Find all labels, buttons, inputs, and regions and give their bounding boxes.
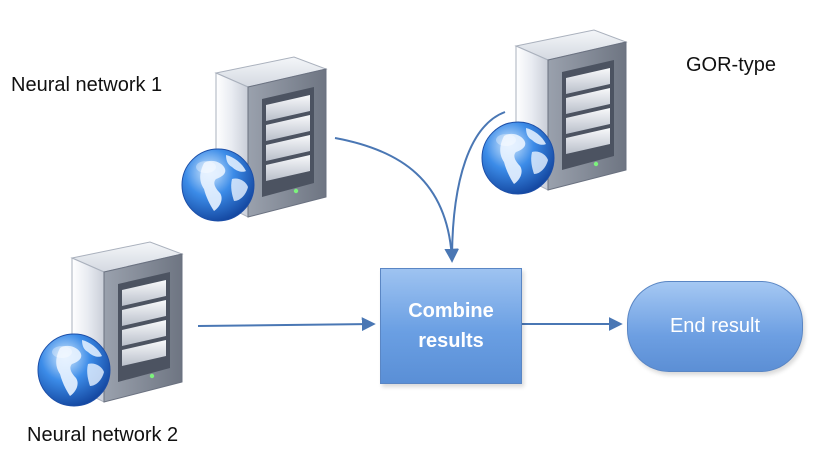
arrow-nn1-to-combine	[334, 137, 459, 263]
neural-network-1-label: Neural network 1	[11, 74, 163, 96]
end-result-node: End result	[627, 281, 803, 372]
arrow-nn2-to-combine	[197, 317, 376, 332]
server-globe-icon-nn1	[181, 56, 327, 222]
gor-type-label: GOR-type	[686, 54, 777, 76]
server-globe-icon-nn2	[37, 241, 183, 407]
combine-line-1: Combine	[408, 300, 494, 322]
combine-results-box: Combine results	[380, 268, 522, 384]
end-result-label: End result	[669, 315, 761, 337]
neural-network-2-label: Neural network 2	[27, 424, 179, 446]
combine-line-2: results	[418, 330, 484, 352]
arrow-gor-to-combine	[445, 111, 506, 263]
